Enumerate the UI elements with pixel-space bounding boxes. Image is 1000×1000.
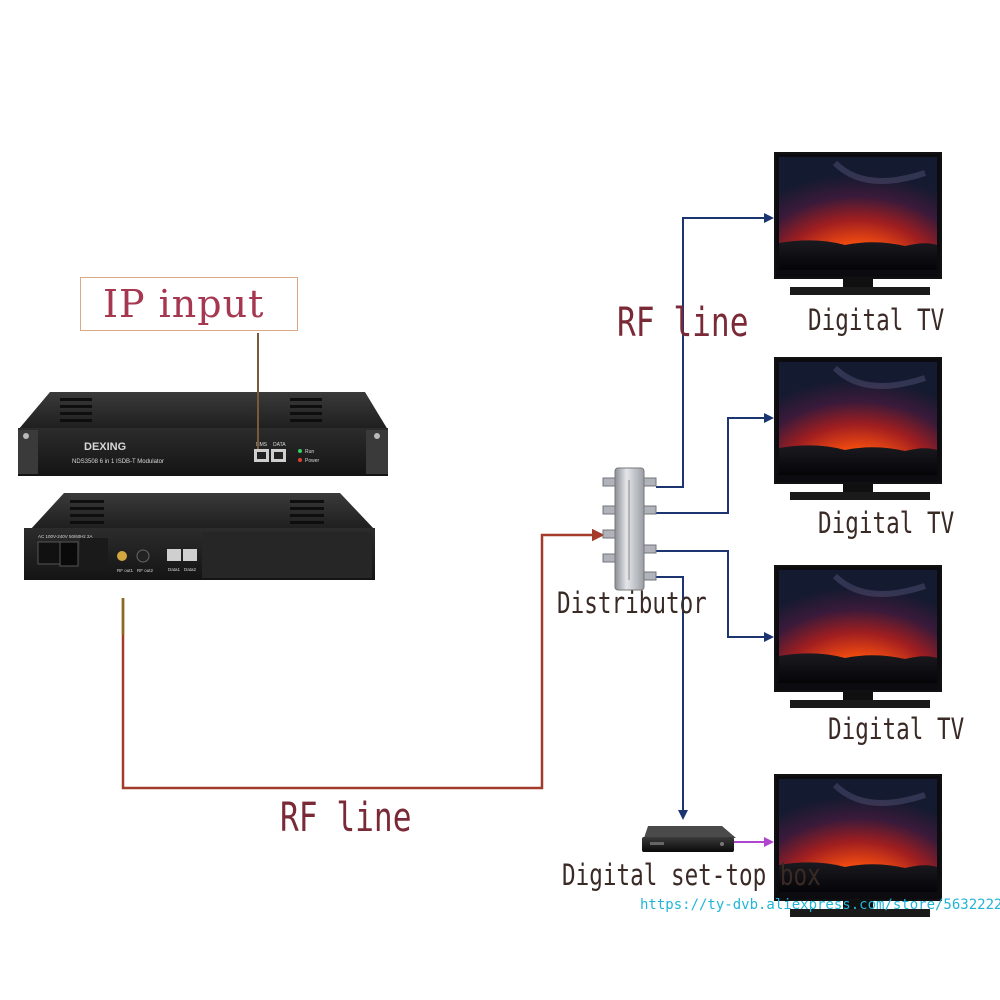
distributor-splitter (602, 467, 657, 591)
power-switch (37, 541, 61, 565)
arrow-to-set-top-box (656, 576, 688, 820)
rf-line-label-bottom: RF line (280, 795, 412, 841)
device-brand: DEXING (84, 441, 126, 453)
set-top-box-label: Digital set-top box (562, 858, 821, 892)
set-top-box (642, 826, 736, 852)
digital-tv-3 (775, 566, 941, 708)
data2-port (183, 549, 197, 561)
data1-port (167, 549, 181, 561)
digital-tv-1-label: Digital TV (808, 303, 945, 337)
modulator-rear-panel: AC 100V-240V 50/60Hz 2A RF out1 RF out2 … (24, 493, 375, 580)
ip-input-label: IP input (103, 282, 265, 326)
distributor-label: Distributor (557, 586, 707, 620)
arrow-to-tv-2 (656, 413, 774, 514)
rf-line-modulator-to-distributor (121, 528, 605, 790)
rf-out1-label: RF out1 (117, 568, 134, 573)
digital-tv-4 (775, 775, 941, 917)
rf-out2-label: RF out2 (137, 568, 154, 573)
nms-port-label: NMS (256, 442, 268, 448)
digital-tv-2 (775, 358, 941, 500)
data1-label: Data1 (168, 567, 181, 572)
digital-tv-1 (775, 153, 941, 295)
digital-tv-2-label: Digital TV (818, 506, 955, 540)
arrow-to-tv-3 (656, 550, 774, 642)
rf-out2-connector (136, 549, 150, 563)
power-led (298, 458, 302, 462)
run-led-label: Run (305, 449, 314, 455)
ip-input-box: IP input (80, 277, 298, 331)
watermark-url: https://ty-dvb.aliexpress.com/store/5632… (640, 897, 1000, 913)
power-inlet (59, 541, 79, 567)
device-model: NDS3508 6 in 1 ISDB-T Modulator (72, 459, 164, 465)
digital-tv-3-label: Digital TV (828, 712, 965, 746)
data-port-label: DATA (273, 442, 286, 448)
power-spec: AC 100V-240V 50/60Hz 2A (38, 534, 93, 539)
rf-line-label-top: RF line (617, 300, 749, 346)
power-led-label: Power (305, 458, 320, 464)
data2-label: Data2 (184, 567, 197, 572)
modulator-front-panel: DEXING NDS3508 6 in 1 ISDB-T Modulator N… (18, 392, 388, 476)
rf-out1-connector (117, 551, 127, 561)
run-led (298, 449, 302, 453)
arrow-to-tv-1 (656, 213, 774, 488)
